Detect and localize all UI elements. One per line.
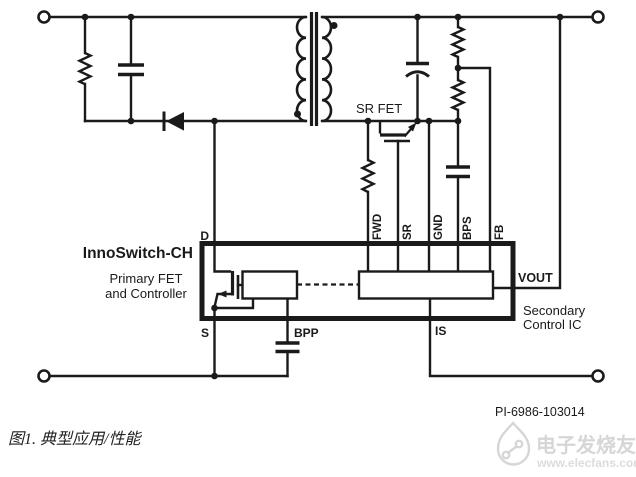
transformer-primary-winding xyxy=(295,15,307,123)
feedback-divider-upper-resistor xyxy=(449,25,467,59)
primary-label-line1: Primary FET xyxy=(110,271,183,286)
feedback-divider-lower-resistor xyxy=(449,78,467,112)
junction-dots xyxy=(81,13,564,380)
secondary-label-line2: Control IC xyxy=(523,317,582,332)
ic-outline xyxy=(199,241,516,321)
wire-primary-fet-drain xyxy=(213,242,232,273)
output-terminal-bottom xyxy=(591,369,605,383)
secondary-controller-box xyxy=(357,270,495,300)
pin-label-s: S xyxy=(201,326,209,340)
sr-fet-label: SR FET xyxy=(356,101,402,116)
secondary-label-line1: Secondary xyxy=(523,303,586,318)
pin-label-is: IS xyxy=(435,324,446,338)
part-number: PI-6986-103014 xyxy=(495,405,585,419)
primary-label-line2: and Controller xyxy=(105,286,187,301)
clamp-diode xyxy=(162,111,184,131)
bpp-capacitor xyxy=(275,341,300,354)
bps-capacitor xyxy=(446,165,470,179)
pin-label-vout: VOUT xyxy=(518,271,553,285)
pin-label-sr: SR xyxy=(402,223,414,240)
ic-name-label: InnoSwitch-CH xyxy=(83,245,193,262)
input-terminal-top xyxy=(37,10,51,24)
figure-caption: 图1. 典型应用/性能 xyxy=(8,430,142,448)
pin-label-fb: FB xyxy=(494,225,506,240)
transformer-core xyxy=(309,12,319,126)
pin-label-fwd: FWD xyxy=(372,214,384,240)
output-terminal-top xyxy=(591,10,605,24)
transformer-secondary-winding xyxy=(321,15,333,123)
primary-controller-box xyxy=(241,270,299,300)
watermark-site-url: www.elecfans.com xyxy=(536,456,636,470)
pin-label-d: D xyxy=(200,229,209,243)
secondary-polarity-dot xyxy=(330,22,338,29)
elecfans-logo-icon xyxy=(496,421,531,466)
input-capacitor xyxy=(118,63,144,77)
wire-is-pin xyxy=(428,296,594,378)
watermark: 电子发烧友 www.elecfans.com xyxy=(496,421,636,470)
input-terminal-bottom xyxy=(37,369,51,383)
primary-polarity-dot xyxy=(294,110,301,118)
pin-label-gnd: GND xyxy=(433,214,445,240)
wire-vout xyxy=(491,15,562,290)
output-capacitor xyxy=(405,61,430,78)
pin-label-bpp: BPP xyxy=(294,326,319,340)
sr-fet-symbol xyxy=(378,121,417,143)
input-resistor xyxy=(76,51,94,86)
pin-label-bps: BPS xyxy=(462,216,474,240)
wire-secondary-pin-stubs xyxy=(366,242,492,273)
wire-fb-pin xyxy=(456,66,492,246)
primary-fet-symbol xyxy=(218,271,240,299)
fwd-resistor xyxy=(359,158,377,194)
wire-primary-fet-source xyxy=(213,292,234,309)
watermark-site-name: 电子发烧友 xyxy=(536,433,636,457)
